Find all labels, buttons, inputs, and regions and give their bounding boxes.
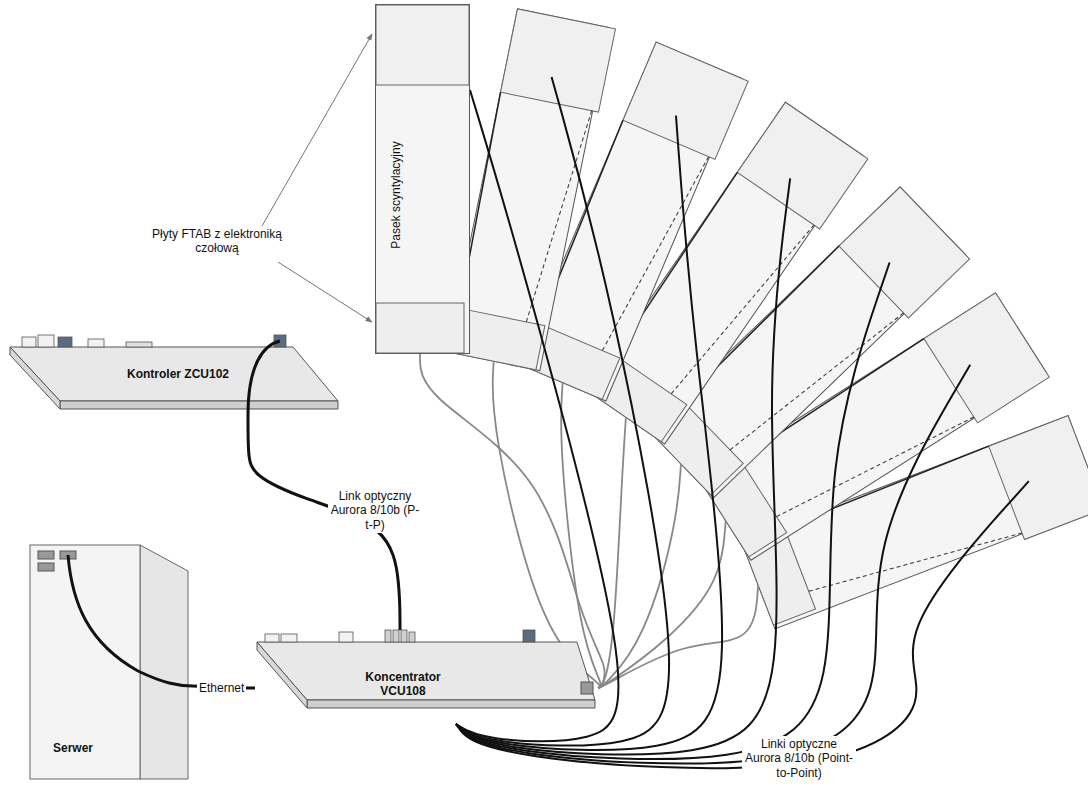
board-component — [385, 630, 391, 642]
board-component — [58, 337, 72, 347]
ethernet-cable — [68, 555, 193, 686]
shape-outline — [28, 543, 193, 783]
board-component — [401, 630, 407, 642]
board-face — [257, 642, 595, 700]
board-component — [339, 632, 353, 642]
link-label: Link optyczny Aurora 8/10b (P-t-P) — [328, 488, 422, 533]
board-component — [126, 342, 152, 347]
node-label: Pasek scyntylacyjny — [389, 141, 403, 248]
cable-label: Linki optyczne Aurora 8/10b (Point-to-Po… — [742, 736, 856, 781]
board-component — [265, 634, 279, 642]
optical-link — [420, 354, 605, 688]
board-component — [393, 630, 399, 642]
strip-edge — [809, 512, 1022, 611]
strip-edge — [526, 106, 591, 326]
ftab-board — [737, 102, 868, 229]
board-edge — [307, 700, 595, 708]
board-component — [22, 337, 36, 347]
leader-line — [278, 262, 372, 322]
server-port — [38, 551, 54, 559]
optical-cable — [456, 481, 1029, 768]
scintillator-strip — [448, 9, 616, 372]
link-label: Ethernet — [197, 680, 246, 696]
controller-board: Kontroler ZCU102 — [8, 335, 343, 415]
board-face — [10, 347, 338, 401]
optical-cable — [598, 417, 626, 688]
server-box: Serwer — [28, 543, 193, 783]
board-component — [281, 634, 297, 642]
leader-line — [262, 34, 372, 226]
node-label: Koncentrator VCU108 — [343, 670, 463, 699]
server-side — [140, 545, 188, 779]
ftab-board — [376, 5, 469, 85]
ftab-board — [623, 42, 748, 159]
scintillator-strip: Pasek scyntylacyjny — [375, 4, 470, 354]
callout-label: Płyty FTAB z elektroniką czołową — [140, 226, 294, 257]
optical-cable — [248, 341, 280, 415]
concentrator-board: Koncentrator VCU108 — [255, 630, 600, 722]
strip-edge — [776, 398, 973, 535]
strip-edge — [730, 297, 904, 466]
ftab-board — [924, 293, 1049, 423]
board-edge — [257, 642, 307, 708]
ftab-board — [989, 416, 1088, 540]
optical-cable — [493, 361, 600, 688]
board-component — [409, 632, 415, 642]
ftab-board — [839, 187, 970, 318]
strip-edge — [602, 148, 708, 359]
ftab-board — [376, 303, 464, 353]
board-edge — [10, 347, 60, 409]
board-component — [523, 630, 535, 642]
optical-cable — [598, 585, 758, 688]
board-component — [38, 335, 54, 347]
node-label: Kontroler ZCU102 — [123, 367, 233, 381]
board-component — [581, 682, 593, 694]
node-label: Serwer — [38, 741, 108, 755]
board-edge — [60, 401, 338, 409]
board-component — [88, 339, 104, 347]
server-port — [38, 563, 54, 571]
